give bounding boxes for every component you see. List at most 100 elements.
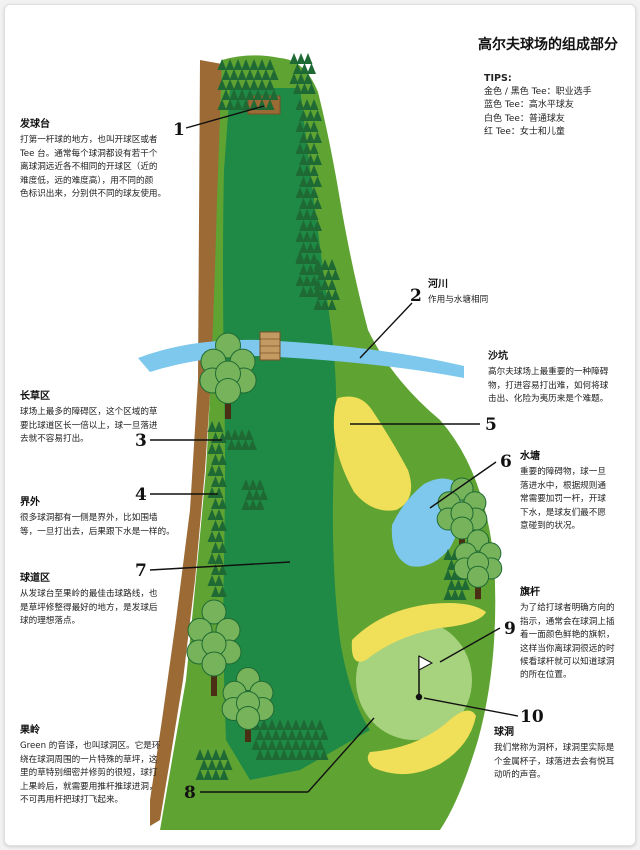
tree-trunk <box>211 668 217 696</box>
page-title: 高尔夫球场的组成部分 <box>478 37 618 53</box>
pine-tree <box>309 143 319 154</box>
pine-tree <box>263 729 273 740</box>
hole-line: 个金属杯子，球落进去会有悦耳 <box>494 756 615 767</box>
pine-tree <box>267 719 277 730</box>
pine-tree <box>199 759 209 770</box>
green-line: 里的草特别细密并修剪的很短，球打 <box>20 768 158 779</box>
pine-tree <box>302 275 312 286</box>
pine-tree <box>309 121 319 132</box>
callout-4: 4 <box>135 485 147 505</box>
pine-tree <box>218 564 227 575</box>
flag-line: 着一面颜色鲜艳的旗帜， <box>520 630 615 641</box>
pine-tree <box>295 99 305 110</box>
river-line: 作用与水塘相同 <box>428 295 489 306</box>
pine-tree <box>214 553 224 564</box>
pine-tree <box>271 729 281 740</box>
out-of-bounds-description: 界外 很多球洞都有一侧是界外，比如围墙 等，一旦打出去，后果跟下水是一样的。 <box>20 496 185 539</box>
pine-tree <box>259 489 268 500</box>
greenside-bunker-top <box>351 603 486 662</box>
pine-tree <box>269 69 279 80</box>
pine-tree <box>207 509 217 520</box>
pine-tree <box>234 439 243 450</box>
pine-tree <box>461 579 470 590</box>
callout-1: 1 <box>173 120 185 140</box>
callout-3: 3 <box>135 431 147 451</box>
tree-canopy <box>466 565 490 588</box>
tee-line: 打第一杆球的地方，也叫开球区或者 <box>20 135 158 146</box>
pine-tree <box>315 739 325 750</box>
pine-tree <box>214 487 224 498</box>
pine-tree <box>454 579 463 590</box>
pine-tree <box>223 429 233 440</box>
pine-tree <box>320 299 330 310</box>
fairway-line: 是草坪修整得最好的地方，是发球后 <box>20 602 158 613</box>
out-of-bounds-strip <box>150 60 222 826</box>
pine-tree <box>211 749 221 760</box>
pine-tree <box>211 564 220 575</box>
pine-tree <box>227 439 236 450</box>
pine-tree <box>320 259 330 270</box>
pine-tree <box>299 242 308 253</box>
pine-tree <box>261 89 271 100</box>
pine-tree <box>275 719 285 730</box>
pine-tree <box>219 749 229 760</box>
rough-line: 要比球道区长一倍以上，球一旦落进 <box>20 420 158 431</box>
pine-tree <box>255 479 265 490</box>
pine-tree <box>211 542 220 553</box>
pine-tree <box>214 575 224 586</box>
pine-tree <box>295 165 305 176</box>
pine-tree <box>306 132 315 143</box>
pine-tree <box>311 729 321 740</box>
pine-tree <box>217 79 227 90</box>
pine-tree <box>457 589 467 600</box>
pond-heading: 水塘 <box>520 451 540 462</box>
pine-tree <box>302 143 312 154</box>
pine-tree <box>207 487 217 498</box>
pine-tree <box>313 220 322 231</box>
hole-heading: 球洞 <box>494 727 514 738</box>
pine-tree <box>303 53 313 64</box>
pine-tree <box>302 121 312 132</box>
pine-tree <box>252 489 261 500</box>
hole-line: 动听的声音。 <box>494 770 546 781</box>
pond-line: 重要的障碍物，球一旦 <box>520 467 606 478</box>
pine-tree <box>271 749 281 760</box>
flag-line: 为了给打球者明确方向的 <box>520 603 615 614</box>
pine-tree <box>313 198 322 209</box>
pine-tree <box>450 589 460 600</box>
pine-tree <box>313 299 323 310</box>
pine-trees <box>195 53 470 780</box>
pine-tree <box>211 498 220 509</box>
pine-tree <box>309 165 319 176</box>
pine-tree <box>207 421 217 432</box>
pine-tree <box>307 83 316 94</box>
pine-tree <box>302 99 312 110</box>
pond-line: 下水，是球友们最不愿 <box>520 507 606 518</box>
pine-tree <box>265 99 275 110</box>
tips-heading: TIPS: <box>484 73 512 84</box>
pine-tree <box>255 729 265 740</box>
bunker-description: 沙坑 高尔夫球场上最重要的一种障碍 物，打进容易打出难，如何将球 击出、化险为夷… <box>488 350 628 407</box>
pine-tree <box>287 729 297 740</box>
fairway-description: 球道区 从发球台至果岭的最佳击球路线，也 是草坪修整得最好的地方，是发球后 球的… <box>20 572 185 629</box>
pond-description: 水塘 重要的障碍物，球一旦 落进水中，根据规则通 常需要加罚一杆，开球 下水，是… <box>520 450 630 533</box>
pine-tree <box>331 289 340 300</box>
pine-tree <box>214 443 224 454</box>
pine-tree <box>327 279 337 290</box>
callout-8: 8 <box>184 783 196 803</box>
pine-tree <box>295 209 305 220</box>
pine-tree <box>443 589 453 600</box>
pine-tree <box>225 59 235 70</box>
pine-tree <box>315 719 325 730</box>
pine-tree <box>211 454 220 465</box>
tee-line: Tee 台。通常每个球洞都设有若干个 <box>20 148 158 159</box>
pine-tree <box>221 69 231 80</box>
pine-tree <box>248 499 258 510</box>
pine-tree <box>233 79 243 90</box>
pine-tree <box>450 569 460 580</box>
leader-6 <box>429 461 497 509</box>
pine-tree <box>211 520 220 531</box>
pine-tree <box>443 549 453 560</box>
pine-tree <box>211 769 221 780</box>
pine-tree <box>279 749 289 760</box>
